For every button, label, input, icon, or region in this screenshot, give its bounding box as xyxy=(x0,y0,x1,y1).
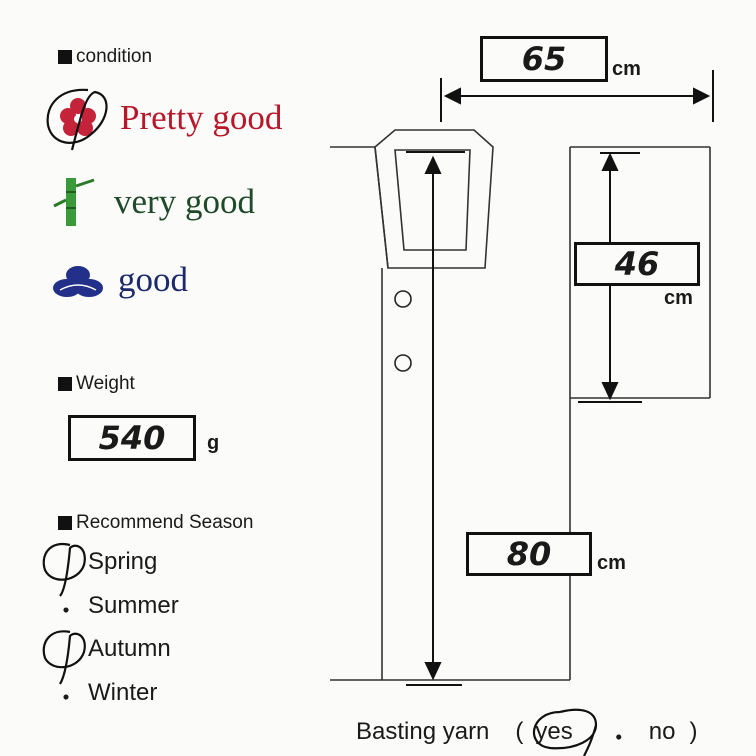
square-bullet-icon xyxy=(58,516,72,530)
basting-label: Basting yarn xyxy=(356,718,490,745)
weight-value-box: 540 xyxy=(68,415,196,461)
selection-circle-yes xyxy=(532,708,598,756)
weight-value: 540 xyxy=(98,419,166,457)
length-value-box: 80 xyxy=(466,532,592,576)
sleeve-unit: cm xyxy=(664,287,693,309)
condition-very-good[interactable]: very good xyxy=(114,182,255,221)
selection-circle-pretty-good xyxy=(46,88,108,151)
season-heading: Recommend Season xyxy=(58,512,253,534)
length-unit: cm xyxy=(597,552,626,574)
collar-inner xyxy=(394,149,471,251)
season-autumn[interactable]: Autumn xyxy=(88,635,171,662)
bamboo-icon xyxy=(53,178,95,226)
season-bullet: ・ xyxy=(54,685,78,712)
basting-yes[interactable]: yes xyxy=(535,718,573,745)
basting-separator: ・ xyxy=(606,725,631,752)
basting-no[interactable]: no xyxy=(648,718,676,745)
width-unit: cm xyxy=(612,58,641,80)
length-value: 80 xyxy=(506,535,552,573)
sleeve-value: 46 xyxy=(614,245,660,283)
width-value: 65 xyxy=(521,40,567,78)
width-value-box: 65 xyxy=(480,36,608,82)
selection-circle-spring xyxy=(42,542,86,597)
condition-good[interactable]: good xyxy=(118,260,188,299)
season-winter[interactable]: Winter xyxy=(88,679,158,706)
weight-unit: g xyxy=(207,432,220,454)
square-bullet-icon xyxy=(58,377,72,391)
plum-blossom-icon xyxy=(60,98,96,136)
basting-close-paren: ) xyxy=(689,718,698,745)
basting-open-paren: ( xyxy=(515,718,524,745)
season-summer[interactable]: Summer xyxy=(88,592,179,619)
weight-heading: Weight xyxy=(58,373,135,395)
selection-circle-autumn xyxy=(42,630,86,685)
season-bullet: ・ xyxy=(54,598,78,625)
button-circle-1 xyxy=(394,290,412,308)
button-circle-2 xyxy=(394,354,412,372)
season-spring[interactable]: Spring xyxy=(88,548,158,575)
sleeve-value-box: 46 xyxy=(574,242,700,286)
condition-heading: condition xyxy=(58,46,152,68)
pine-icon xyxy=(53,266,103,297)
basting-yarn-row: Basting yarn ( yes ・ no ) xyxy=(356,718,697,753)
square-bullet-icon xyxy=(58,50,72,64)
condition-pretty-good[interactable]: Pretty good xyxy=(120,98,283,137)
